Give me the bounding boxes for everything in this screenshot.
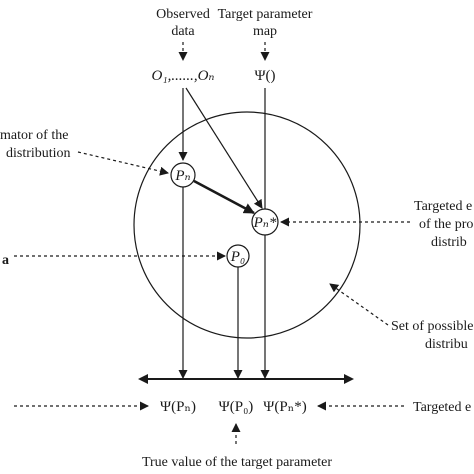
targeted-estimator-label-line1: Targeted e	[414, 199, 472, 214]
target-map-label-line2: map	[253, 24, 277, 39]
targeted-bottom-label: Targeted e	[413, 400, 471, 415]
psi-map-label: Ψ()	[254, 68, 275, 84]
node-p0-label: P₀	[230, 249, 245, 265]
psi-pn-star-label: Ψ(Pₙ*)	[263, 399, 306, 415]
psi-pn-label: Ψ(Pₙ)	[160, 399, 196, 415]
pn-to-pnstar-bold-arrow	[193, 179, 255, 215]
observed-data-label-line1: Observed	[156, 7, 210, 22]
set-possible-label-line2: distribu	[425, 337, 468, 352]
left-mark-label: a	[2, 253, 9, 268]
estimator-label-line2: distribution	[6, 146, 71, 161]
targeted-estimator-label-line3: distrib	[431, 235, 467, 250]
psi-p0-label: Ψ(P₀)	[219, 399, 254, 415]
node-pn-label: Pₙ	[174, 168, 190, 184]
set-possible-dashed-arrow	[329, 283, 389, 326]
distribution-set-circle	[133, 111, 361, 339]
estimator-dashed-arrow	[77, 151, 169, 176]
estimator-label-line1: mator of the	[0, 128, 68, 143]
node-pn-star-label: Pₙ*	[253, 215, 277, 231]
set-possible-label-line1: Set of possible	[391, 319, 473, 334]
axis-right-arrowhead	[344, 374, 354, 384]
axis-left-arrowhead	[138, 374, 148, 384]
node-pn-star	[251, 208, 279, 236]
observations-label: O₁,......,Oₙ	[152, 68, 215, 84]
obs-to-pnstar-arrow	[185, 87, 263, 209]
targeted-estimator-label-line2: of the pro	[419, 217, 473, 232]
true-value-label: True value of the target parameter	[142, 455, 332, 470]
observed-data-label-line2: data	[171, 24, 195, 39]
target-map-label-line1: Target parameter	[218, 7, 313, 22]
